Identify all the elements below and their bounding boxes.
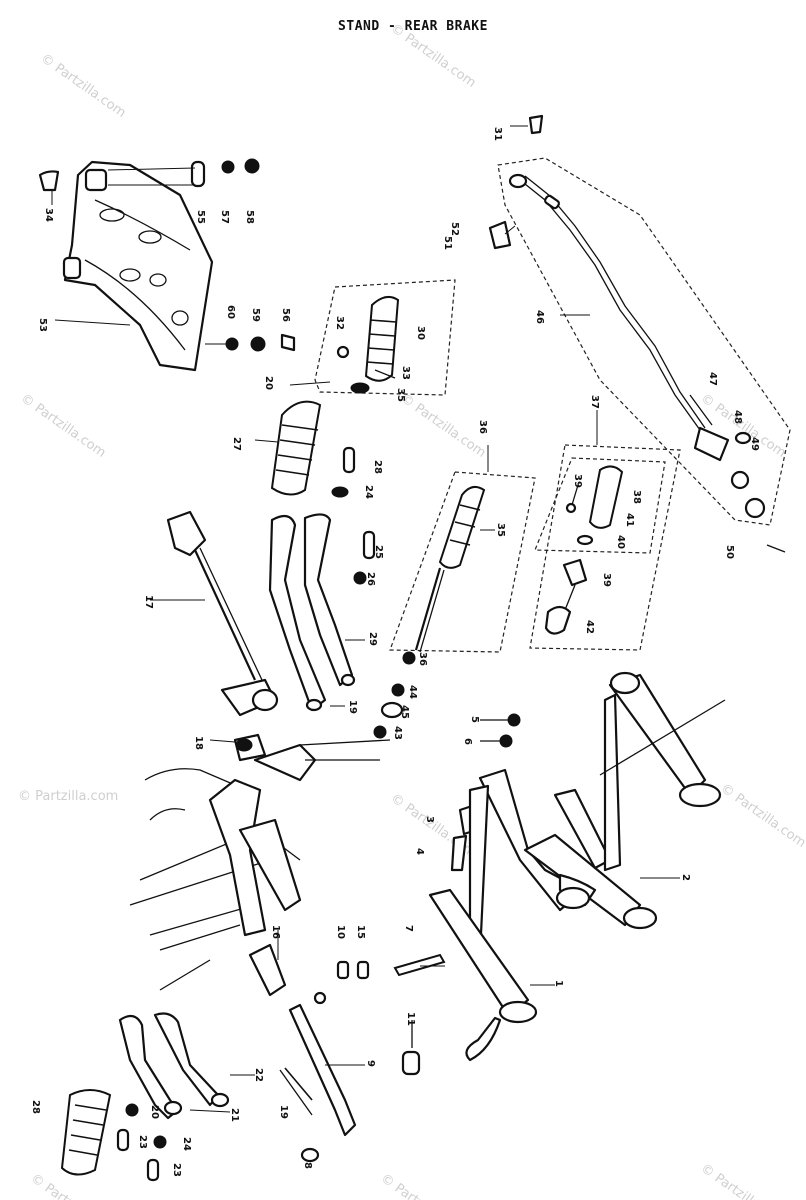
carrier-plate	[38, 160, 214, 372]
callout-48: 48	[732, 410, 743, 424]
callout-50: 50	[724, 545, 735, 559]
callout-32: 32	[334, 316, 345, 330]
footrest-rubber	[270, 400, 356, 498]
side-stand-arms	[166, 510, 356, 717]
watermark: © Partzilla.com	[718, 781, 806, 851]
callout-labels: 31 34 55 57 58 53 60 59 56 32 30 33 35 2…	[30, 127, 760, 1177]
callout-36: 36	[477, 420, 488, 434]
callout-23b: 23	[171, 1163, 182, 1177]
callout-52: 52	[449, 222, 460, 236]
callout-20: 20	[263, 376, 274, 390]
callout-46: 46	[534, 310, 545, 324]
callout-19b: 19	[278, 1105, 289, 1119]
callout-35b: 35	[495, 523, 506, 537]
callout-23: 23	[137, 1135, 148, 1149]
callout-2: 2	[680, 874, 691, 881]
callout-26: 26	[365, 572, 376, 586]
callout-39: 39	[572, 474, 583, 488]
callout-41: 41	[624, 513, 635, 527]
callout-45: 45	[399, 705, 410, 719]
lever-assembly-outline	[529, 444, 681, 651]
callout-9: 9	[365, 1060, 376, 1067]
callout-1: 1	[553, 980, 564, 987]
watermark: © Partzilla.com	[18, 789, 118, 804]
callout-11: 11	[405, 1012, 416, 1026]
watermark: © Partzilla.com	[18, 391, 109, 461]
callout-51: 51	[442, 236, 453, 250]
callout-24b: 24	[181, 1137, 192, 1151]
brake-cable	[488, 114, 786, 553]
stand-rubber-assembly-outline	[389, 471, 536, 653]
callout-55: 55	[195, 210, 206, 224]
callout-60: 60	[225, 305, 236, 319]
callout-29: 29	[367, 632, 378, 646]
callout-28b: 28	[30, 1100, 41, 1114]
callout-39b: 39	[601, 573, 612, 587]
callout-35: 35	[395, 388, 406, 402]
callout-25: 25	[373, 545, 384, 559]
callout-37: 37	[589, 395, 600, 409]
callout-36b: 36	[417, 652, 428, 666]
callout-53: 53	[37, 318, 48, 332]
leader-lines	[51, 125, 680, 1113]
callout-30: 30	[415, 326, 426, 340]
callout-15: 15	[355, 925, 366, 939]
callout-5: 5	[469, 716, 480, 723]
callout-47: 47	[707, 372, 718, 386]
callout-40: 40	[615, 535, 626, 549]
callout-27: 27	[231, 437, 242, 451]
brake-pedal-group	[248, 943, 446, 1163]
callout-49: 49	[749, 437, 760, 451]
callout-42: 42	[584, 620, 595, 634]
watermark: © Partzilla.com	[28, 1171, 119, 1200]
callout-7: 7	[403, 925, 414, 932]
callout-6: 6	[462, 738, 473, 745]
footrest-rubber-assembly	[336, 295, 400, 394]
watermark: © Partzilla.com	[38, 51, 129, 121]
callout-31: 31	[492, 127, 503, 141]
callout-16: 16	[270, 925, 281, 939]
callout-28: 28	[372, 460, 383, 474]
callout-57: 57	[219, 210, 230, 224]
lever-sub-assembly	[544, 465, 624, 635]
watermark: © Partzilla.com	[698, 1161, 789, 1200]
callout-59: 59	[250, 308, 261, 322]
callout-3: 3	[424, 816, 435, 823]
watermark: © Partzilla.com	[378, 1171, 469, 1200]
callout-18: 18	[193, 736, 204, 750]
assembly-outlines	[314, 157, 791, 653]
brake-cable-assembly-outline	[497, 157, 791, 526]
callout-38: 38	[631, 490, 642, 504]
callout-56: 56	[280, 308, 291, 322]
callout-22: 22	[253, 1068, 264, 1082]
callout-33: 33	[400, 366, 411, 380]
watermark: © Partzilla.com	[398, 391, 489, 461]
diagram-title: STAND - REAR BRAKE	[338, 19, 488, 34]
callout-44: 44	[407, 685, 418, 699]
callout-24: 24	[363, 485, 374, 499]
callout-10: 10	[335, 925, 346, 939]
callout-58: 58	[244, 210, 255, 224]
footrest-group	[60, 1012, 230, 1182]
lever-sub-assembly-outline	[534, 457, 666, 554]
callout-4: 4	[414, 848, 425, 855]
frame-section	[129, 733, 391, 991]
callout-34: 34	[43, 208, 54, 222]
callout-43: 43	[392, 726, 403, 740]
stand-grip-assembly-outline	[314, 279, 456, 396]
callout-19: 19	[347, 700, 358, 714]
callout-21: 21	[229, 1108, 240, 1122]
stand-rubber-assembly	[402, 485, 486, 665]
callout-8: 8	[302, 1162, 313, 1169]
callout-20b: 20	[149, 1105, 160, 1119]
carrier-hardware	[190, 158, 296, 352]
main-stand	[428, 671, 726, 1062]
callout-17: 17	[143, 595, 154, 609]
